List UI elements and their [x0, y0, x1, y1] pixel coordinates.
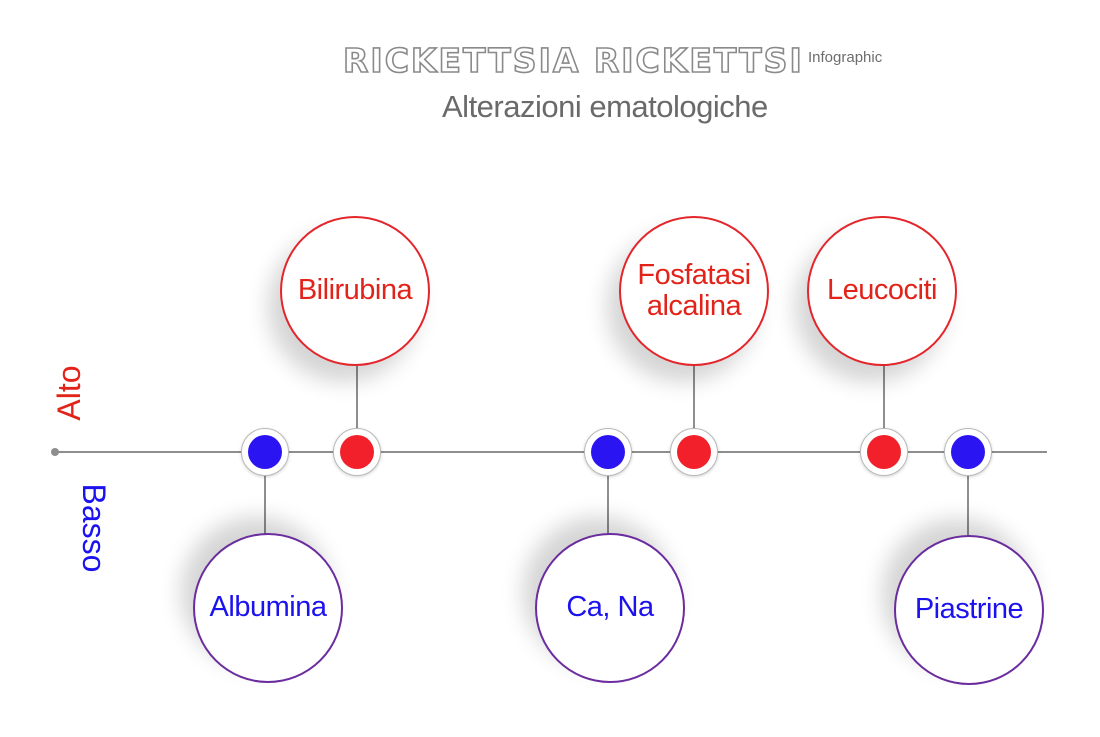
connector-ca-na: [607, 453, 609, 542]
bubble-label-bilirubina: Bilirubina: [297, 274, 413, 307]
marker-fosfatasi-alcalina: [670, 428, 718, 476]
timeline-line: [55, 451, 1047, 453]
timeline-start-dot: [51, 448, 59, 456]
bubble-ca-na: Ca, Na: [535, 533, 685, 683]
marker-leucociti: [860, 428, 908, 476]
connector-bilirubina: [356, 366, 358, 451]
connector-piastrine: [967, 453, 969, 542]
connector-albumina: [264, 453, 266, 542]
bubble-label-leucociti: Leucociti: [827, 274, 937, 307]
infographic-tag: Infographic: [808, 49, 883, 66]
marker-albumina: [241, 428, 289, 476]
bubble-fosfatasi-alcalina: Fosfatasi alcalina: [619, 216, 769, 366]
marker-piastrine: [944, 428, 992, 476]
infographic-title: RICKETTSIA RICKETTSI: [342, 41, 804, 80]
bubble-albumina: Albumina: [193, 533, 343, 683]
infographic-subtitle: Alterazioni ematologiche: [442, 89, 768, 124]
bubble-leucociti: Leucociti: [807, 216, 957, 366]
bubble-label-albumina: Albumina: [209, 591, 327, 624]
connector-fosfatasi-alcalina: [693, 366, 695, 451]
bubble-label-fosfatasi-alcalina: Fosfatasi alcalina: [637, 258, 751, 322]
axis-label-high: Alto: [51, 365, 87, 421]
axis-label-low: Basso: [76, 483, 112, 573]
bubble-label-piastrine: Piastrine: [914, 593, 1024, 626]
bubble-piastrine: Piastrine: [894, 535, 1044, 685]
bubble-label-ca-na: Ca, Na: [566, 591, 654, 624]
marker-bilirubina: [333, 428, 381, 476]
marker-ca-na: [584, 428, 632, 476]
bubble-bilirubina: Bilirubina: [280, 216, 430, 366]
connector-leucociti: [883, 366, 885, 451]
